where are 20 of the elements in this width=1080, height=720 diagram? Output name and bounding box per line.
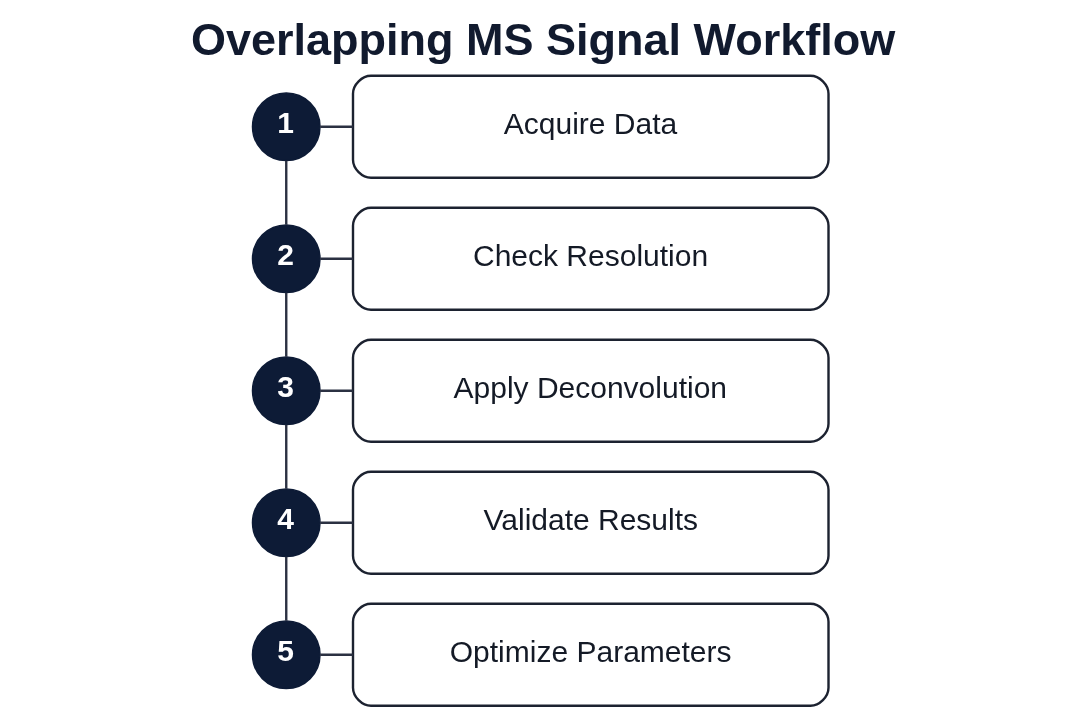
node-circle: 3 [251,356,321,426]
connector [284,160,287,225]
connector [319,521,353,524]
connector [284,424,287,489]
connector [319,653,353,656]
node-box: Apply Deconvolution [351,338,830,443]
connector [319,389,353,392]
connector [284,556,287,621]
node-circle: 4 [251,488,321,558]
node-box: Optimize Parameters [351,602,830,707]
node-box: Validate Results [351,470,830,575]
connector [319,257,353,260]
node-circle: 1 [251,92,321,162]
node-circle: 2 [251,224,321,294]
diagram-title: Overlapping MS Signal Workflow [190,13,895,65]
node-box: Check Resolution [351,206,830,311]
node-circle: 5 [251,620,321,690]
node-box: Acquire Data [351,74,830,179]
connector [284,292,287,357]
connector [319,125,353,128]
